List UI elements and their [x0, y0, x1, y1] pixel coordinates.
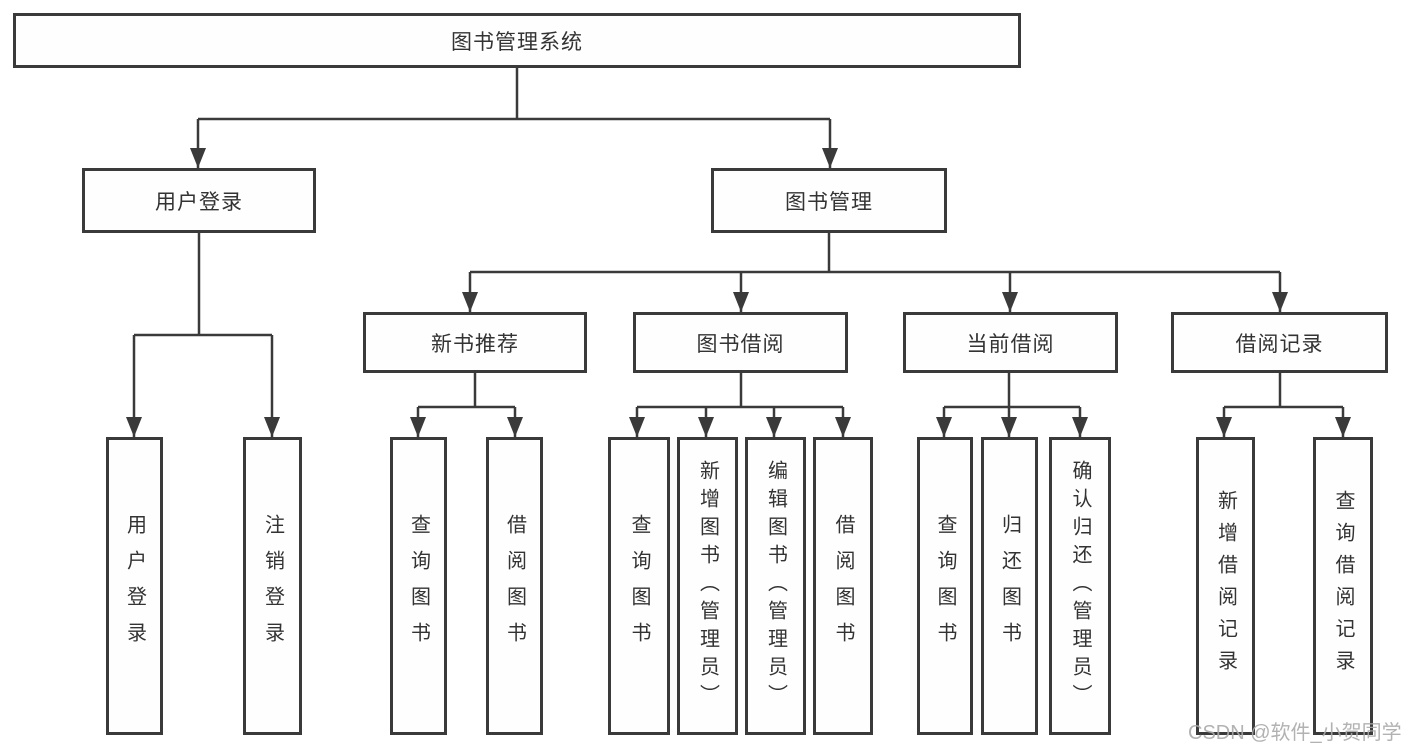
leaf-add-borrow-record: 新增借阅记录 [1196, 437, 1255, 735]
leaf-query-books-borrow: 查询图书 [608, 437, 670, 735]
leaf-borrow-books: 借阅图书 [813, 437, 873, 735]
node-current-borrow: 当前借阅 [903, 312, 1118, 373]
leaf-confirm-return-admin: 确认归还（管理员） [1049, 437, 1111, 735]
leaf-logout: 注销登录 [243, 437, 302, 735]
leaf-edit-books-admin: 编辑图书（管理员） [745, 437, 806, 735]
leaf-query-books-recommend: 查询图书 [390, 437, 447, 735]
leaf-user-login: 用户登录 [106, 437, 163, 735]
node-borrow-records: 借阅记录 [1171, 312, 1388, 373]
arrowheads [126, 148, 1351, 437]
connector-user-login-children [132, 233, 274, 437]
connector-borrow-records-children [1222, 373, 1345, 437]
node-root-system: 图书管理系统 [13, 13, 1021, 68]
connector-new-book-children [416, 373, 517, 437]
node-book-borrow: 图书借阅 [633, 312, 848, 373]
connector-book-borrow-children [635, 373, 845, 437]
node-book-management: 图书管理 [711, 168, 947, 233]
connector-book-management-children [468, 233, 1282, 312]
csdn-watermark: CSDN @软件_小贺同学 [1188, 722, 1402, 744]
node-new-book-recommend: 新书推荐 [363, 312, 587, 373]
leaf-borrow-books-recommend: 借阅图书 [486, 437, 543, 735]
leaf-query-borrow-record: 查询借阅记录 [1313, 437, 1373, 735]
leaf-query-books-current: 查询图书 [917, 437, 973, 735]
node-user-login: 用户登录 [82, 168, 316, 233]
connector-root-to-branches [196, 68, 832, 168]
leaf-add-books-admin: 新增图书（管理员） [677, 437, 738, 735]
leaf-return-books: 归还图书 [981, 437, 1038, 735]
